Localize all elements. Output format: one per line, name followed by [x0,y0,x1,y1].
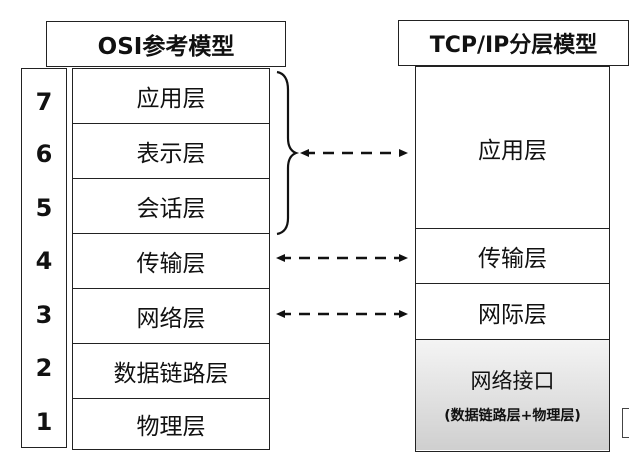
osi-layer-numbers: 7 6 5 4 3 2 1 [21,68,67,448]
osi-layer-presentation: 表示层 [73,124,269,179]
tcpip-layer-stack: 应用层 传输层 网际层 网络接口 (数据链路层+物理层) [415,66,610,452]
layer-number-6: 6 [35,140,53,168]
osi-layer-application: 应用层 [73,69,269,124]
layer-number-5: 5 [35,194,53,222]
layer-number-1: 1 [35,408,53,436]
osi-layer-physical: 物理层 [136,413,206,440]
osi-model-title: OSI参考模型 [46,21,286,67]
tcpip-layer-network-interface: 网络接口 (数据链路层+物理层) [416,340,609,450]
layer-number-7: 7 [35,88,53,116]
layer-number-2: 2 [35,354,53,382]
osi-layer-session: 会话层 [73,179,269,234]
tcpip-model-title: TCP/IP分层模型 [398,20,629,66]
osi-layer-stack: 应用层 表示层 会话层 传输层 网络层 数据链路层 物理层 [72,68,270,450]
layer-number-3: 3 [35,301,53,329]
partial-edge-box [622,408,629,438]
network-interface-sublabel: (数据链路层+物理层) [444,408,581,424]
network-interface-label: 网络接口 [470,369,555,393]
tcpip-layer-internet: 网际层 [416,284,609,340]
layer-number-4: 4 [35,247,53,275]
tcpip-layer-transport: 传输层 [416,229,609,284]
upper-layers-brace [276,70,300,236]
osi-layer-network: 网络层 [73,289,269,344]
osi-layer-data-link: 数据链路层 [73,344,269,399]
tcpip-layer-application: 应用层 [416,67,609,229]
osi-layer-transport: 传输层 [73,234,269,289]
